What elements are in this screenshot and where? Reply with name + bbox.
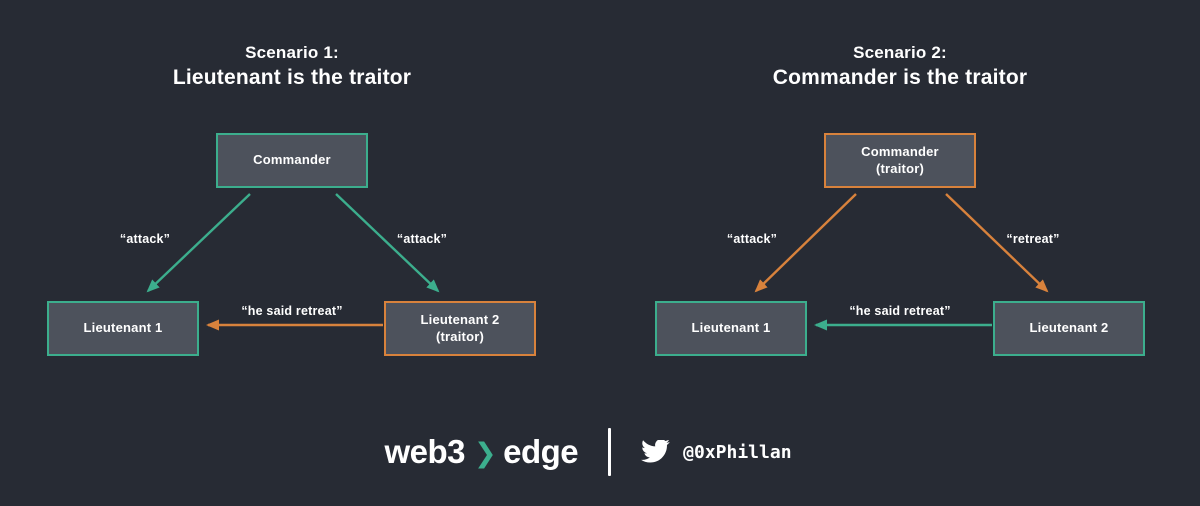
chevron-icon: ❯ xyxy=(474,437,497,468)
s2-commander-traitor-node: Commander (traitor) xyxy=(824,133,976,188)
s1-commander-node: Commander xyxy=(216,133,368,188)
scenario-2-title-line2: Commander is the traitor xyxy=(772,66,1028,90)
s2-lieutenant1-node: Lieutenant 1 xyxy=(655,301,807,356)
s2-lieutenant2-label: Lieutenant 2 xyxy=(1029,320,1109,336)
scenario-1-title-line2: Lieutenant is the traitor xyxy=(172,66,412,90)
twitter-attribution: @0xPhillan xyxy=(641,440,792,464)
scenario-1-title: Scenario 1: Lieutenant is the traitor xyxy=(82,42,502,92)
s1-he-said-retreat-label: “he said retreat” xyxy=(241,304,343,318)
s1-attack-right-label: “attack” xyxy=(396,232,448,246)
footer-inner: web3 ❯ edge @0xPhillan xyxy=(384,428,792,476)
s2-he-said-retreat-label: “he said retreat” xyxy=(849,304,951,318)
s1-lieutenant1-label: Lieutenant 1 xyxy=(83,320,163,336)
s2-attack-label: “attack” xyxy=(726,232,778,246)
scenario-1-title-line1: Scenario 1: xyxy=(245,43,339,62)
s2-lieutenant2-node: Lieutenant 2 xyxy=(993,301,1145,356)
twitter-handle: @0xPhillan xyxy=(683,441,792,463)
s1-lieutenant2-sublabel: (traitor) xyxy=(435,328,485,344)
scenario-2-title: Scenario 2: Commander is the traitor xyxy=(690,42,1110,92)
scenario-2-title-line1: Scenario 2: xyxy=(853,43,947,62)
s1-lieutenant1-node: Lieutenant 1 xyxy=(47,301,199,356)
s2-retreat-label: “retreat” xyxy=(1006,232,1060,246)
vertical-divider xyxy=(608,428,612,476)
logo-edge-text: edge xyxy=(503,433,579,470)
s1-lieutenant2-traitor-node: Lieutenant 2 (traitor) xyxy=(384,301,536,356)
s1-commander-label: Commander xyxy=(253,152,331,168)
twitter-bird-icon xyxy=(641,440,670,463)
s2-commander-sublabel: (traitor) xyxy=(875,160,925,176)
logo-web3-text: web3 xyxy=(384,433,465,470)
footer-branding: web3 ❯ edge @0xPhillan xyxy=(0,424,1200,480)
s2-lieutenant1-label: Lieutenant 1 xyxy=(691,320,771,336)
s1-attack-left-label: “attack” xyxy=(119,232,171,246)
s1-lieutenant2-label: Lieutenant 2 xyxy=(420,312,500,328)
s2-commander-label: Commander xyxy=(861,144,939,160)
web3edge-logo: web3 ❯ edge xyxy=(384,433,578,471)
